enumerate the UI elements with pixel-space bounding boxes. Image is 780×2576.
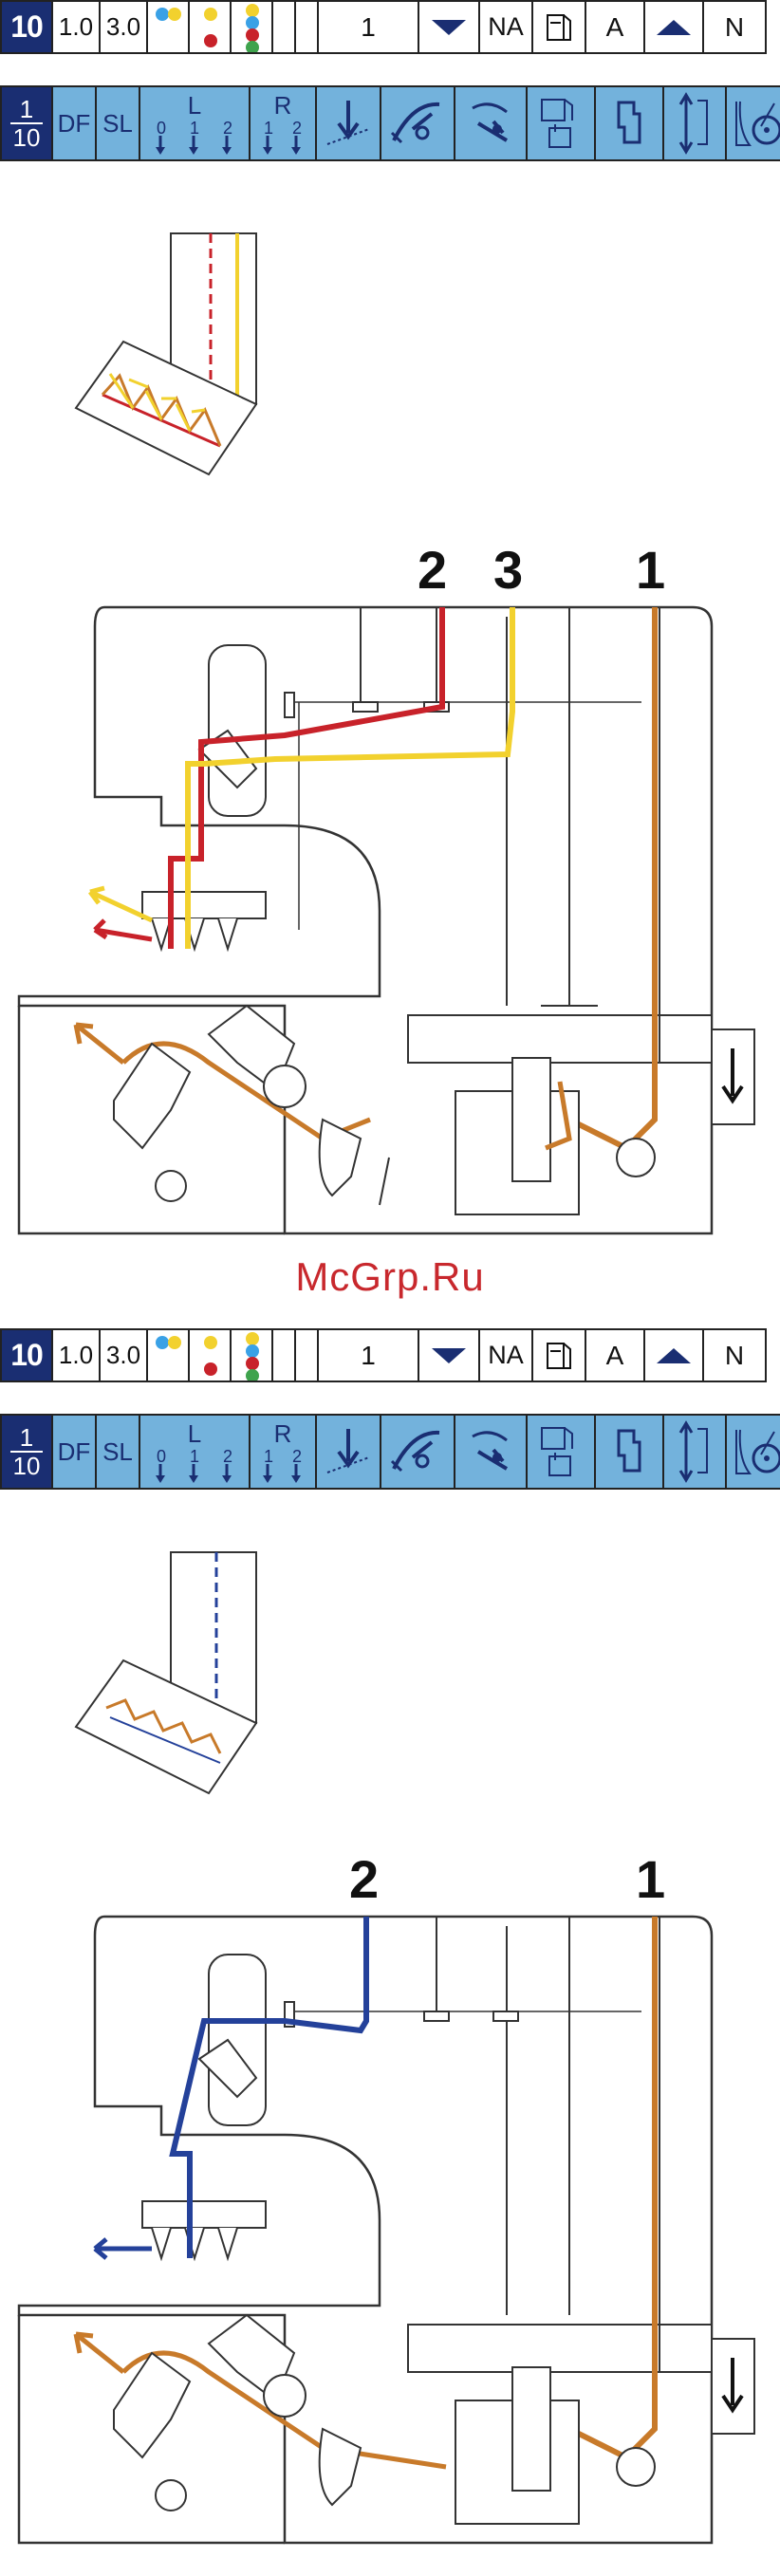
thread-label-1: 1 (636, 1849, 665, 1909)
svg-text:2: 2 (223, 1449, 232, 1466)
left-needle-scale: L 0 1 2 (139, 85, 251, 161)
stitch-width: 3.0 (99, 0, 148, 54)
threading-diagram-2: 2 1 (0, 1841, 780, 2562)
cover-icon (531, 0, 586, 54)
thread-label-3: 3 (493, 540, 523, 600)
presser-foot-icon (594, 1414, 664, 1490)
fraction-denominator: 10 (13, 125, 41, 150)
fraction-box: 1 10 (0, 85, 53, 161)
svg-text:0: 0 (157, 1449, 166, 1466)
svg-text:2: 2 (292, 120, 302, 138)
needle-thread-icon (315, 1414, 381, 1490)
thread-label-2: 2 (418, 540, 447, 600)
r-label: R (274, 1419, 292, 1449)
handwheel-icon (725, 1414, 780, 1490)
stitch-number: 10 (0, 1328, 53, 1382)
stitch-number: 10 (0, 0, 53, 54)
left-needle-scale: L 0 1 2 (139, 1414, 251, 1490)
looper-icon (380, 85, 455, 161)
fraction-numerator: 1 (20, 97, 33, 121)
svg-text:1: 1 (190, 120, 199, 138)
needle-count: 1 (317, 0, 419, 54)
thread-label-2: 2 (349, 1849, 379, 1909)
stitch-sample-1 (0, 218, 780, 484)
fraction-denominator: 10 (13, 1454, 41, 1478)
fraction-numerator: 1 (20, 1425, 33, 1450)
svg-text:1: 1 (264, 120, 273, 138)
stitch-sample-2 (0, 1537, 780, 1803)
svg-text:2: 2 (223, 120, 232, 138)
blank-cell (294, 1328, 319, 1382)
needle-scale-icon: 0 1 2 (147, 1449, 242, 1485)
thread-dots-b (188, 0, 232, 54)
blank-cell (271, 1328, 296, 1382)
needle-scale-icon: 0 1 2 (147, 120, 242, 157)
needle-count: 1 (317, 1328, 419, 1382)
presser-foot-icon (594, 85, 664, 161)
df-label: DF (51, 1414, 97, 1490)
thread-dots-b (188, 1328, 232, 1382)
thread-dots-a (146, 1328, 190, 1382)
cover-stitch-icon (526, 85, 596, 161)
cover-stitch-icon (526, 1414, 596, 1490)
stitch-length: 1.0 (51, 0, 101, 54)
tension-label: NA (478, 1328, 533, 1382)
thread-dots-a (146, 0, 190, 54)
lower-looper-icon (454, 1414, 528, 1490)
blank-cell (294, 0, 319, 54)
svg-text:1: 1 (264, 1449, 273, 1466)
r-label: R (274, 91, 292, 120)
height-adjust-icon (662, 85, 727, 161)
l-label: L (188, 91, 201, 120)
top-settings-row: 10 1.0 3.0 1 NA A N (0, 0, 767, 54)
n-label: N (702, 0, 767, 54)
svg-text:2: 2 (292, 1449, 302, 1466)
fraction-box: 1 10 (0, 1414, 53, 1490)
sl-label: SL (95, 85, 140, 161)
watermark: McGrp.Ru (0, 1254, 780, 1311)
svg-text:0: 0 (157, 120, 166, 138)
handwheel-icon (725, 85, 780, 161)
thread-dots-c (230, 0, 273, 54)
looper-icon (380, 1414, 455, 1490)
tension-label: NA (478, 0, 533, 54)
height-adjust-icon (662, 1414, 727, 1490)
knife-label: A (585, 1328, 645, 1382)
threading-diagram-1: 2 3 1 (0, 531, 780, 1252)
thread-dots-c (230, 1328, 273, 1382)
thread-label-1: 1 (636, 540, 665, 600)
down-arrow-icon (418, 0, 480, 54)
stitch-width: 3.0 (99, 1328, 148, 1382)
knife-label: A (585, 0, 645, 54)
df-label: DF (51, 85, 97, 161)
up-arrow-icon (643, 0, 704, 54)
top-settings-row: 10 1.0 3.0 1 NA A N (0, 1328, 767, 1382)
svg-text:1: 1 (190, 1449, 199, 1466)
needle-thread-icon (315, 85, 381, 161)
down-arrow-icon (418, 1328, 480, 1382)
n-label: N (702, 1328, 767, 1382)
lower-looper-icon (454, 85, 528, 161)
up-arrow-icon (643, 1328, 704, 1382)
cover-icon (531, 1328, 586, 1382)
l-label: L (188, 1419, 201, 1449)
stitch-length: 1.0 (51, 1328, 101, 1382)
blank-cell (271, 0, 296, 54)
sl-label: SL (95, 1414, 140, 1490)
